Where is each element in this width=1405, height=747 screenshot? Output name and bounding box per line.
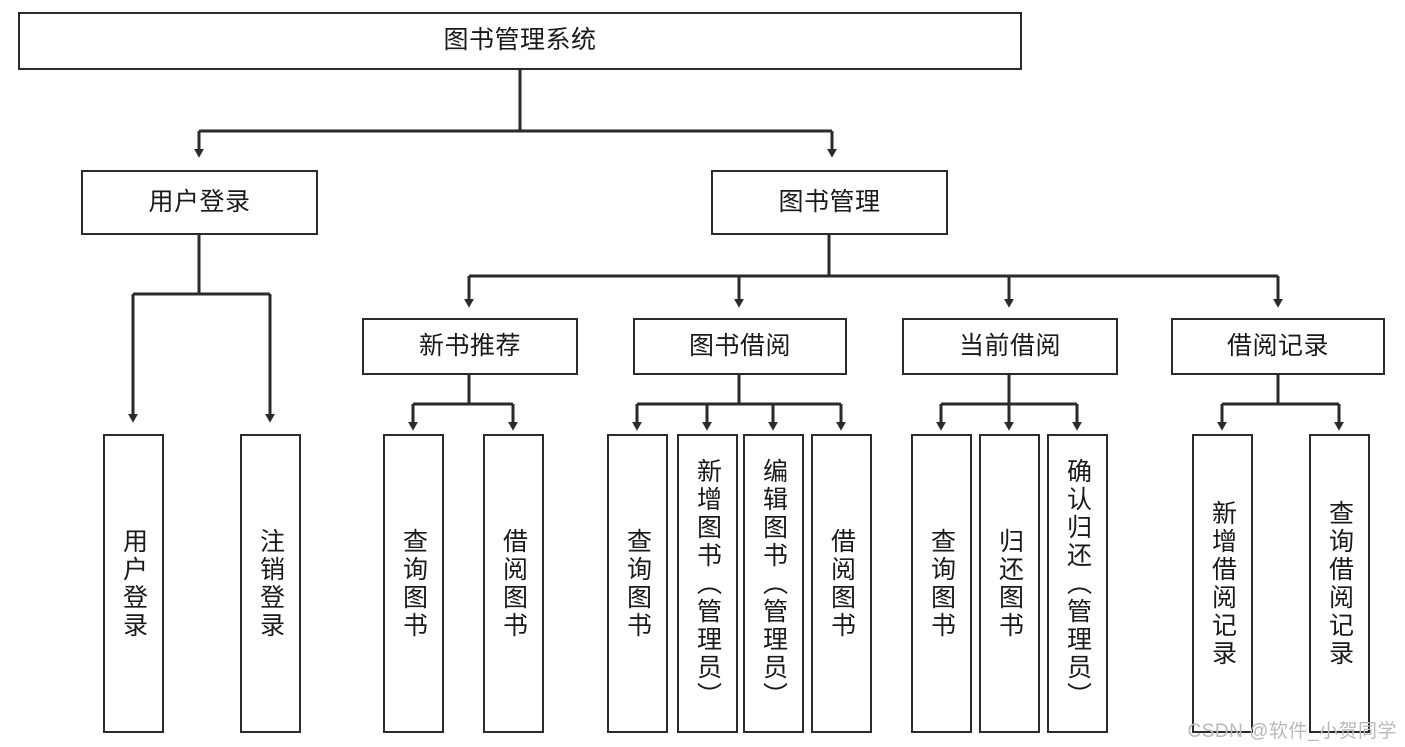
- leaf-query-book-1[interactable]: 查询图书: [383, 434, 444, 733]
- node-new-book-recommend[interactable]: 新书推荐: [362, 318, 578, 375]
- leaf-confirm-return-label: 确认归还（管理员）: [1063, 457, 1092, 710]
- leaf-query-book-3-label: 查询图书: [927, 527, 956, 640]
- leaf-edit-book-label: 编辑图书（管理员）: [759, 457, 788, 710]
- node-root-book-management-system[interactable]: 图书管理系统: [18, 12, 1022, 70]
- leaf-user-login[interactable]: 用户登录: [103, 434, 164, 733]
- node-book-management[interactable]: 图书管理: [711, 170, 948, 235]
- node-book-management-label: 图书管理: [778, 187, 881, 216]
- leaf-add-book[interactable]: 新增图书（管理员）: [677, 434, 738, 733]
- leaf-add-record[interactable]: 新增借阅记录: [1192, 434, 1253, 733]
- leaf-add-record-label: 新增借阅记录: [1208, 499, 1237, 668]
- leaf-add-book-label: 新增图书（管理员）: [693, 457, 722, 710]
- node-current-borrow-label: 当前借阅: [958, 331, 1061, 360]
- node-book-borrow[interactable]: 图书借阅: [633, 318, 847, 375]
- leaf-return-book[interactable]: 归还图书: [979, 434, 1040, 733]
- node-borrow-record-label: 借阅记录: [1226, 331, 1329, 360]
- leaf-query-record[interactable]: 查询借阅记录: [1309, 434, 1370, 733]
- node-user-login-label: 用户登录: [148, 187, 251, 216]
- node-book-borrow-label: 图书借阅: [688, 331, 791, 360]
- leaf-borrow-book-1[interactable]: 借阅图书: [483, 434, 544, 733]
- leaf-edit-book[interactable]: 编辑图书（管理员）: [743, 434, 804, 733]
- leaf-query-book-1-label: 查询图书: [399, 527, 428, 640]
- node-borrow-record[interactable]: 借阅记录: [1171, 318, 1385, 375]
- leaf-query-record-label: 查询借阅记录: [1325, 499, 1354, 668]
- leaf-logout-login-label: 注销登录: [256, 527, 285, 640]
- leaf-user-login-label: 用户登录: [119, 527, 148, 640]
- leaf-query-book-3[interactable]: 查询图书: [911, 434, 972, 733]
- leaf-logout-login[interactable]: 注销登录: [240, 434, 301, 733]
- node-root-label: 图书管理系统: [443, 26, 597, 55]
- leaf-query-book-2-label: 查询图书: [623, 527, 652, 640]
- leaf-borrow-book-2-label: 借阅图书: [827, 527, 856, 640]
- watermark-text: CSDN @软件_小贺同学: [1187, 721, 1397, 742]
- node-user-login[interactable]: 用户登录: [81, 170, 318, 235]
- leaf-borrow-book-1-label: 借阅图书: [499, 527, 528, 640]
- node-current-borrow[interactable]: 当前借阅: [902, 318, 1118, 375]
- node-new-book-recommend-label: 新书推荐: [418, 331, 521, 360]
- leaf-borrow-book-2[interactable]: 借阅图书: [811, 434, 872, 733]
- leaf-query-book-2[interactable]: 查询图书: [607, 434, 668, 733]
- leaf-return-book-label: 归还图书: [995, 527, 1024, 640]
- leaf-confirm-return[interactable]: 确认归还（管理员）: [1047, 434, 1108, 733]
